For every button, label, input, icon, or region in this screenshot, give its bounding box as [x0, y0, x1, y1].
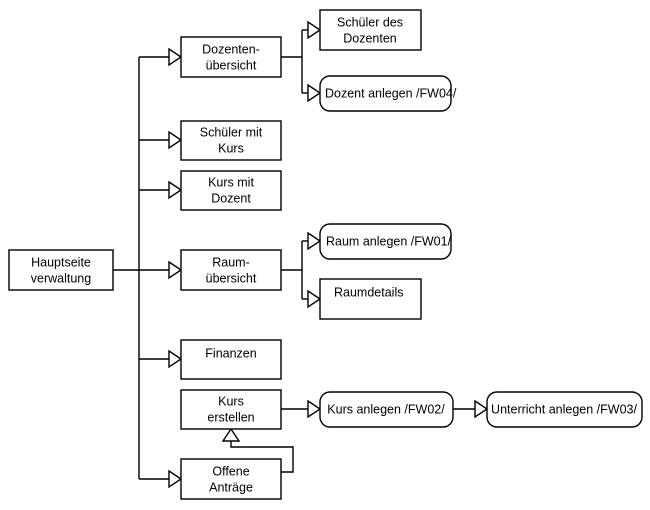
node-finanzen[interactable]: Finanzen — [180, 339, 282, 380]
node-schueler-des-dozenten-shape — [319, 9, 422, 51]
node-kurs-erstellen-shape — [180, 389, 282, 430]
arrowhead-kurs-erstellen-up — [221, 427, 241, 442]
node-schueler-des-dozenten[interactable]: Schüler des Dozenten — [319, 9, 422, 51]
node-hauptseite-verwaltung-line2: verwaltung — [31, 271, 91, 285]
node-kurs-erstellen-line1: Kurs — [218, 394, 244, 408]
node-schueler-mit-kurs-line1: Schüler mit — [200, 125, 263, 139]
node-kurs-erstellen-line2: erstellen — [207, 410, 254, 424]
node-unterricht-anlegen-fw03-shape — [486, 391, 643, 428]
arrowhead-finanzen — [168, 349, 183, 369]
node-dozent-anlegen-fw04-shape — [319, 75, 452, 112]
node-raumdetails[interactable]: Raumdetails — [319, 278, 422, 320]
node-finanzen-label: Finanzen — [205, 346, 256, 360]
node-raumdetails-label: Raumdetails — [334, 285, 403, 299]
node-kurs-mit-dozent[interactable]: Kurs mit Dozent — [180, 170, 282, 211]
arrowhead-dozentenuebersicht — [168, 47, 183, 67]
node-kurs-anlegen-fw02[interactable]: Kurs anlegen /FW02/ — [319, 391, 454, 428]
node-raum-anlegen-fw01-label: Raum anlegen /FW01/ — [326, 234, 452, 248]
arrowhead-schueler-mit-kurs — [168, 130, 183, 150]
node-kurs-anlegen-fw02-label: Kurs anlegen /FW02/ — [327, 402, 445, 416]
arrowhead-kurs-anlegen — [307, 399, 322, 419]
node-schueler-mit-kurs-line2: Kurs — [218, 141, 244, 155]
node-dozentenuebersicht[interactable]: Dozenten- übersicht — [180, 36, 282, 78]
node-dozentenuebersicht-line2: übersicht — [206, 58, 257, 72]
node-unterricht-anlegen-fw03-label: Unterricht anlegen /FW03/ — [491, 402, 637, 416]
node-offene-antraege[interactable]: Offene Anträge — [180, 458, 282, 500]
node-hauptseite-verwaltung[interactable]: Hauptseite verwaltung — [8, 249, 114, 291]
arrowhead-unterricht-anlegen — [474, 399, 489, 419]
node-group: Hauptseite verwaltung Dozenten- übersich… — [8, 9, 643, 500]
node-raumuebersicht-shape — [180, 249, 282, 291]
arrowhead-schueler-des-dozenten — [307, 20, 322, 40]
node-schueler-mit-kurs[interactable]: Schüler mit Kurs — [180, 120, 282, 161]
node-unterricht-anlegen-fw03[interactable]: Unterricht anlegen /FW03/ — [486, 391, 643, 428]
arrowhead-raumuebersicht — [168, 260, 183, 280]
node-raumdetails-shape — [319, 278, 422, 320]
node-dozentenuebersicht-line1: Dozenten- — [202, 42, 260, 56]
node-dozent-anlegen-fw04-label: Dozent anlegen /FW04/ — [325, 86, 457, 100]
edge-offene-antraege-to-kurs-erstellen — [230, 441, 294, 473]
arrowhead-dozent-anlegen — [307, 83, 322, 103]
node-dozentenuebersicht-shape — [180, 36, 282, 78]
node-schueler-des-dozenten-line2: Dozenten — [343, 31, 397, 45]
node-finanzen-shape — [180, 339, 282, 380]
node-raumuebersicht-line2: übersicht — [206, 271, 257, 285]
node-offene-antraege-line2: Anträge — [209, 480, 253, 494]
edge-group — [113, 20, 489, 489]
node-kurs-mit-dozent-shape — [180, 170, 282, 211]
arrowhead-raum-anlegen — [307, 231, 322, 251]
node-raumuebersicht-line1: Raum- — [212, 255, 250, 269]
arrowhead-raumdetails — [307, 289, 322, 309]
node-schueler-mit-kurs-shape — [180, 120, 282, 161]
node-dozent-anlegen-fw04[interactable]: Dozent anlegen /FW04/ — [319, 75, 457, 112]
node-offene-antraege-shape — [180, 458, 282, 500]
arrowhead-kurs-mit-dozent — [168, 180, 183, 200]
node-raum-anlegen-fw01-shape — [319, 223, 452, 260]
arrowhead-offene-antraege — [168, 469, 183, 489]
node-kurs-anlegen-fw02-shape — [319, 391, 454, 428]
node-raumuebersicht[interactable]: Raum- übersicht — [180, 249, 282, 291]
node-raum-anlegen-fw01[interactable]: Raum anlegen /FW01/ — [319, 223, 452, 260]
node-hauptseite-verwaltung-shape — [8, 249, 114, 291]
node-kurs-mit-dozent-line2: Dozent — [211, 191, 251, 205]
node-kurs-mit-dozent-line1: Kurs mit — [208, 175, 254, 189]
node-offene-antraege-line1: Offene — [212, 464, 249, 478]
node-hauptseite-verwaltung-line1: Hauptseite — [31, 255, 91, 269]
node-schueler-des-dozenten-line1: Schüler des — [337, 15, 403, 29]
node-kurs-erstellen[interactable]: Kurs erstellen — [180, 389, 282, 430]
